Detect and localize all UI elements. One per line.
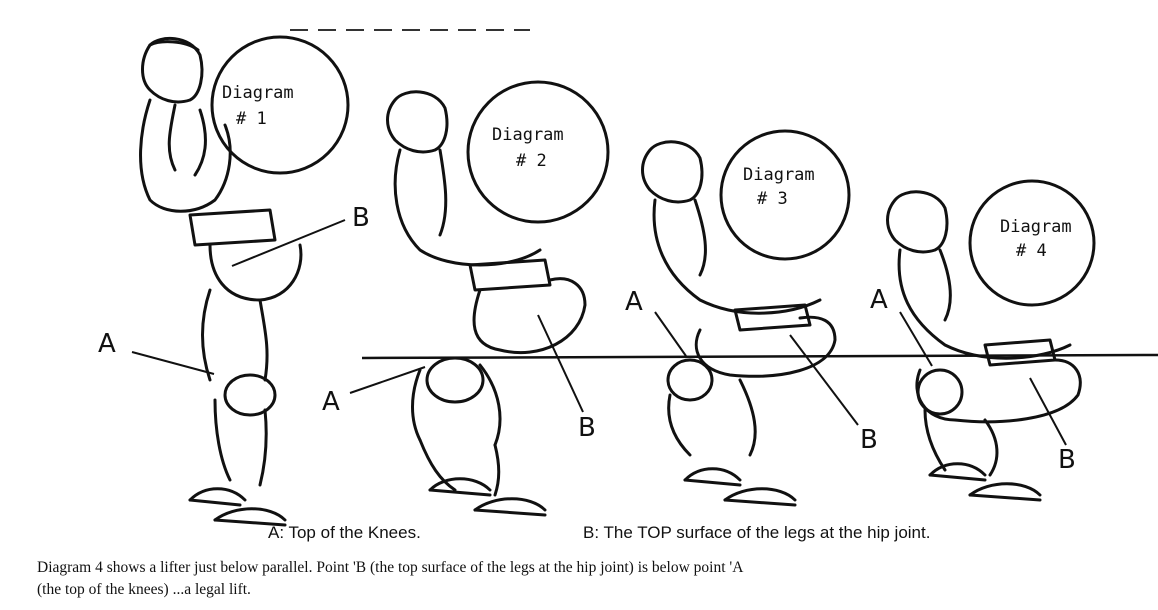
weight-plate-1: [212, 37, 348, 173]
lifter-figure-3: [643, 131, 850, 505]
diagram-1-point-a: A: [98, 329, 116, 359]
diagram-1-label-line2: # 1: [236, 109, 267, 129]
diagram-4-arrow-b: [1030, 378, 1066, 445]
lifter-figure-2: [388, 82, 609, 515]
diagram-2-point-b: B: [578, 413, 596, 443]
diagram-4-point-b: B: [1058, 445, 1076, 475]
caption-line-2: (the top of the knees) ...a legal lift.: [37, 581, 251, 598]
diagram-4-point-a: A: [870, 285, 888, 315]
diagram-3-point-b: B: [860, 425, 878, 455]
caption-line-1: Diagram 4 shows a lifter just below para…: [37, 559, 744, 576]
diagram-3-arrow-a: [655, 312, 686, 356]
legend-point-b: B: The TOP surface of the legs at the hi…: [583, 523, 930, 542]
diagram-4-arrow-a: [900, 312, 932, 366]
diagram-3-label-line2: # 3: [757, 189, 788, 209]
legend-point-a: A: Top of the Knees.: [268, 523, 421, 542]
diagram-2-point-a: A: [322, 387, 340, 417]
diagram-4-label-line1: Diagram: [1000, 217, 1072, 237]
diagram-2-arrow-b: [538, 315, 583, 412]
diagram-3-arrow-b: [790, 335, 858, 425]
diagram-3-point-a: A: [625, 287, 643, 317]
diagram-3-label-line1: Diagram: [743, 165, 815, 185]
diagram-1-point-b: B: [352, 203, 370, 233]
diagram-2-label-line2: # 2: [516, 151, 547, 171]
diagram-4-label-line2: # 4: [1016, 241, 1047, 261]
diagram-1-label-line1: Diagram: [222, 83, 294, 103]
diagram-1-arrow-a: [132, 352, 214, 374]
diagram-2-label-line1: Diagram: [492, 125, 564, 145]
